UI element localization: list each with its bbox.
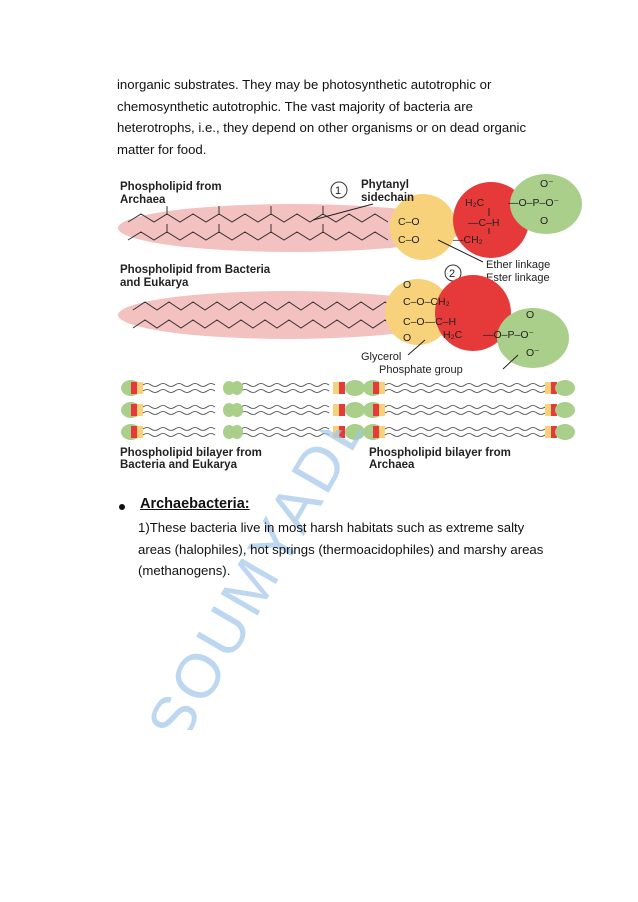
marker-1-text: 1 (335, 185, 341, 197)
text-line: inorganic substrates. They may be photos… (117, 77, 492, 92)
bacteria-label-line2: and Eukarya (120, 277, 189, 289)
phosphate-label: Phosphate group (379, 364, 463, 376)
chem-text: —O–P–O⁻ (483, 329, 535, 341)
chem-text: C–O (398, 234, 420, 246)
text-line: 1)These bacteria live in most harsh habi… (138, 520, 525, 535)
chem-text: O (403, 332, 411, 344)
chem-text: C–O—C–H (403, 316, 456, 328)
bilayer-archaea (363, 380, 575, 440)
bilayer-row (121, 402, 365, 418)
chem-text: —CH₂ (453, 234, 483, 246)
bacteria-chain-1 (132, 301, 398, 311)
bilayer-archaea-label-line1: Phospholipid bilayer from (369, 447, 511, 459)
bilayer-row (121, 424, 365, 440)
chem-text: O⁻ (526, 347, 540, 359)
chem-text: H₂C (465, 197, 485, 209)
phytanyl-label-line1: Phytanyl (361, 179, 409, 191)
chem-text: —O–P–O⁻ (508, 197, 560, 209)
phytanyl-pointer (312, 203, 374, 221)
marker-1 (330, 181, 348, 199)
archaea-glycerol (390, 194, 456, 260)
bilayer-row (121, 380, 365, 396)
text-line: matter for food. (117, 141, 207, 157)
bilayer-bacteria-label-line2: Bacteria and Eukarya (120, 459, 238, 471)
bilayer-bacteria (121, 380, 365, 440)
bacteria-chain-2 (132, 319, 398, 329)
text-line: chemosynthetic autotrophic. The vast maj… (117, 98, 473, 114)
intro-paragraph: inorganic substrates. They may be photos… (117, 74, 537, 160)
text-line: (methanogens). (138, 563, 231, 578)
glycerol-label: Glycerol (361, 351, 401, 363)
bullet-icon (119, 504, 125, 510)
chem-text: C–O (398, 216, 420, 228)
chem-text: O (540, 215, 548, 227)
chem-text: H₂C (443, 329, 463, 341)
phytanyl-label-line2: sidechain (361, 192, 414, 204)
bilayer-archaea-label-line2: Archaea (369, 459, 415, 471)
archaea-chain-2 (127, 231, 389, 241)
bilayer-row (363, 380, 575, 396)
phospholipid-figure: Phospholipid from Archaea C–O C–O H₂C —C… (113, 170, 588, 480)
ester-label: Ester linkage (486, 272, 550, 284)
chem-text: C–O–CH₂ (403, 296, 450, 308)
bacteria-glycerol (385, 279, 451, 345)
ether-label: Ether linkage (486, 259, 550, 271)
chem-text: —C–H (468, 217, 500, 229)
chem-text: O (526, 309, 534, 321)
chem-text: O (403, 279, 411, 291)
bacteria-label-line1: Phospholipid from Bacteria (120, 264, 271, 276)
section-paragraph: 1)These bacteria live in most harsh habi… (138, 517, 578, 582)
bacteria-phosphate (497, 308, 569, 368)
phospholipid-diagram: Phospholipid from Archaea C–O C–O H₂C —C… (118, 174, 582, 471)
chem-text: O⁻ (540, 178, 554, 190)
marker-2-text: 2 (449, 268, 455, 280)
section-title: Archaebacteria: (140, 496, 250, 512)
archaea-chain-1 (127, 213, 389, 223)
bilayer-bacteria-label-line1: Phospholipid bilayer from (120, 447, 262, 459)
ether-pointer (437, 239, 484, 263)
archaea-phosphate (510, 174, 582, 234)
archaea-label-line1: Phospholipid from (120, 181, 222, 193)
text-line: areas (halophiles), hot springs (thermoa… (138, 541, 544, 557)
bacteria-glycerol-backbone (435, 275, 511, 351)
archaea-label-line2: Archaea (120, 194, 166, 206)
methyl-branches (166, 206, 324, 232)
bilayer-row (363, 424, 575, 440)
glycerol-pointer (407, 339, 426, 356)
phosphate-pointer (502, 354, 519, 370)
archaea-glycerol-backbone (453, 182, 529, 258)
text-line: heterotrophs, i.e., they depend on other… (117, 120, 527, 135)
bilayer-row (363, 402, 575, 418)
